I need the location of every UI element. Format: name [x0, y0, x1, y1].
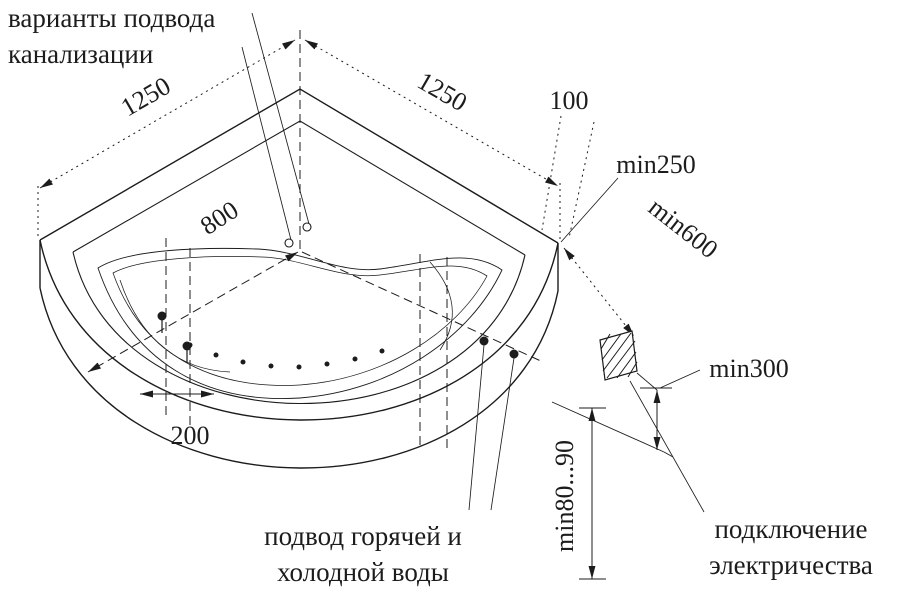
dim-200: 200 [171, 421, 210, 450]
dim-1250-right: 1250 [412, 66, 472, 117]
dim-min600: min600 [643, 192, 723, 264]
drain-fitting-1 [157, 311, 167, 321]
leader-water-cold [490, 357, 515, 511]
dim-min250: min250 [616, 150, 695, 179]
water-supply-point-cold [509, 349, 519, 359]
leader-outlet-floor [636, 372, 658, 391]
leader-sewage-2 [241, 46, 292, 241]
dim-line-min600 [563, 247, 635, 337]
diagonal-right-line [301, 251, 544, 363]
dim-1250-left: 1250 [116, 71, 176, 122]
leader-electricity [629, 380, 705, 513]
leader-lines [241, 12, 705, 513]
text-labels: варианты подвода канализации 1250 1250 1… [8, 3, 873, 587]
floor-lines [551, 401, 674, 458]
sewage-option-point-2 [284, 238, 294, 248]
leader-sewage-1 [251, 12, 310, 225]
sewage-option-point-1 [302, 222, 312, 232]
dim-line-1250-left [39, 39, 296, 189]
leader-water-hot [468, 344, 485, 511]
dim-line-1250-right [304, 39, 559, 187]
electrical-outlet-symbol [599, 330, 638, 381]
label-power-line2: электричества [709, 550, 873, 580]
label-sewage-line1: варианты подвода [8, 3, 215, 33]
fitting-symbols [157, 222, 519, 363]
leader-min300 [659, 369, 701, 389]
bathtub-outline [39, 88, 559, 469]
leader-min250 [560, 177, 619, 243]
jet-dots [187, 342, 385, 370]
label-power-line1: подключение [714, 514, 867, 544]
dim-line-800 [87, 251, 299, 373]
construction-lines [165, 30, 544, 453]
label-water-line2: холодной воды [277, 557, 449, 587]
basin-contours [97, 247, 503, 400]
bathtub-inner-rim [72, 120, 526, 405]
dim-100: 100 [550, 86, 589, 115]
label-sewage-line2: канализации [8, 39, 153, 69]
dim-800: 800 [195, 195, 244, 241]
label-water-line1: подвод горячей и [264, 521, 462, 551]
dim-min300: min300 [709, 354, 788, 383]
water-supply-point-hot [479, 336, 489, 346]
dimension-lines [37, 39, 672, 580]
dim-min80-90: min80...90 [550, 440, 579, 552]
